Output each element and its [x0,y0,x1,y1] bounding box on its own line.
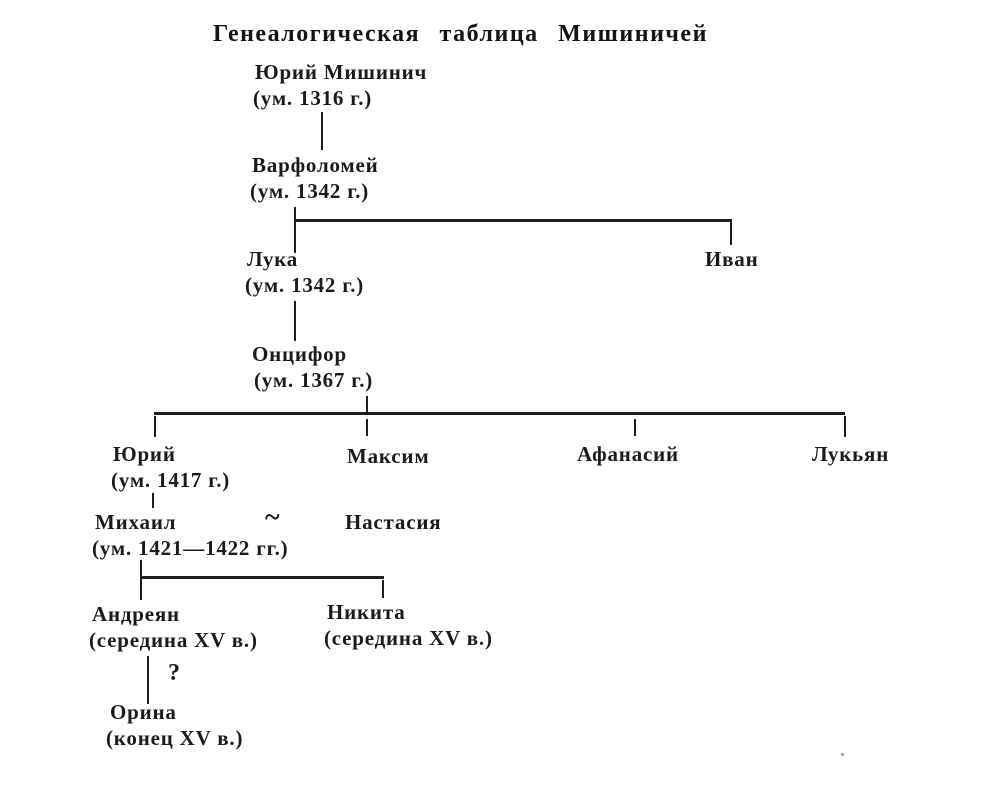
person-name-yuri-mishinich: Юрий Мишинич [255,60,428,84]
person-name-ontsifor: Онцифор [252,342,347,366]
person-name-andreyan: Андреян [92,602,180,626]
connector-yuri-mishinich-varfolomey [321,112,323,150]
marriage-tilde-symbol: ~ [265,502,280,533]
connector-yuri-drop [154,416,156,437]
person-dates-varfolomey: (ум. 1342 г.) [250,179,370,203]
person-name-afanasy: Афанасий [577,442,679,466]
person-dates-nikita: (середина XV в.) [324,626,493,650]
connector-luka-ontsifor [294,301,296,341]
connector-generation5-horizontal [154,412,845,415]
person-name-maksim: Максим [347,444,430,468]
person-dates-orina: (конец XV в.) [106,726,244,750]
person-name-mikhail: Михаил [95,510,177,534]
connector-lukyan-drop [844,416,846,437]
connector-varfolomey-luka [294,207,296,253]
connector-andreyan-orina [147,656,149,704]
connector-mikhail-nikita-horizontal [140,576,384,579]
person-name-nastasia: Настасия [345,510,442,534]
person-name-ivan: Иван [705,247,759,271]
uncertain-link-question-mark: ? [168,660,181,686]
scan-speck [841,753,844,756]
person-dates-luka: (ум. 1342 г.) [245,273,365,297]
person-name-lukyan: Лукьян [812,442,890,466]
connector-maksim-drop [366,419,368,436]
connector-afanasy-drop [634,419,636,436]
person-dates-ontsifor: (ум. 1367 г.) [254,368,374,392]
person-dates-yuri: (ум. 1417 г.) [111,468,231,492]
diagram-title: Генеалогическая таблица Мишиничей [213,21,708,47]
person-dates-yuri-mishinich: (ум. 1316 г.) [253,86,373,110]
connector-yuri-mikhail [152,493,154,508]
person-name-luka: Лука [247,247,299,271]
connector-nikita-drop [382,580,384,598]
person-name-nikita: Никита [327,600,406,624]
connector-varfolomey-ivan-horizontal [294,219,732,222]
person-dates-mikhail: (ум. 1421—1422 гг.) [92,536,289,560]
person-dates-andreyan: (середина XV в.) [89,628,258,652]
person-name-varfolomey: Варфоломей [252,153,379,177]
person-name-yuri: Юрий [113,442,176,466]
connector-mikhail-andreyan [140,560,142,600]
connector-ivan-drop [730,222,732,245]
person-name-orina: Орина [110,700,177,724]
connector-ontsifor-stem [366,396,368,413]
